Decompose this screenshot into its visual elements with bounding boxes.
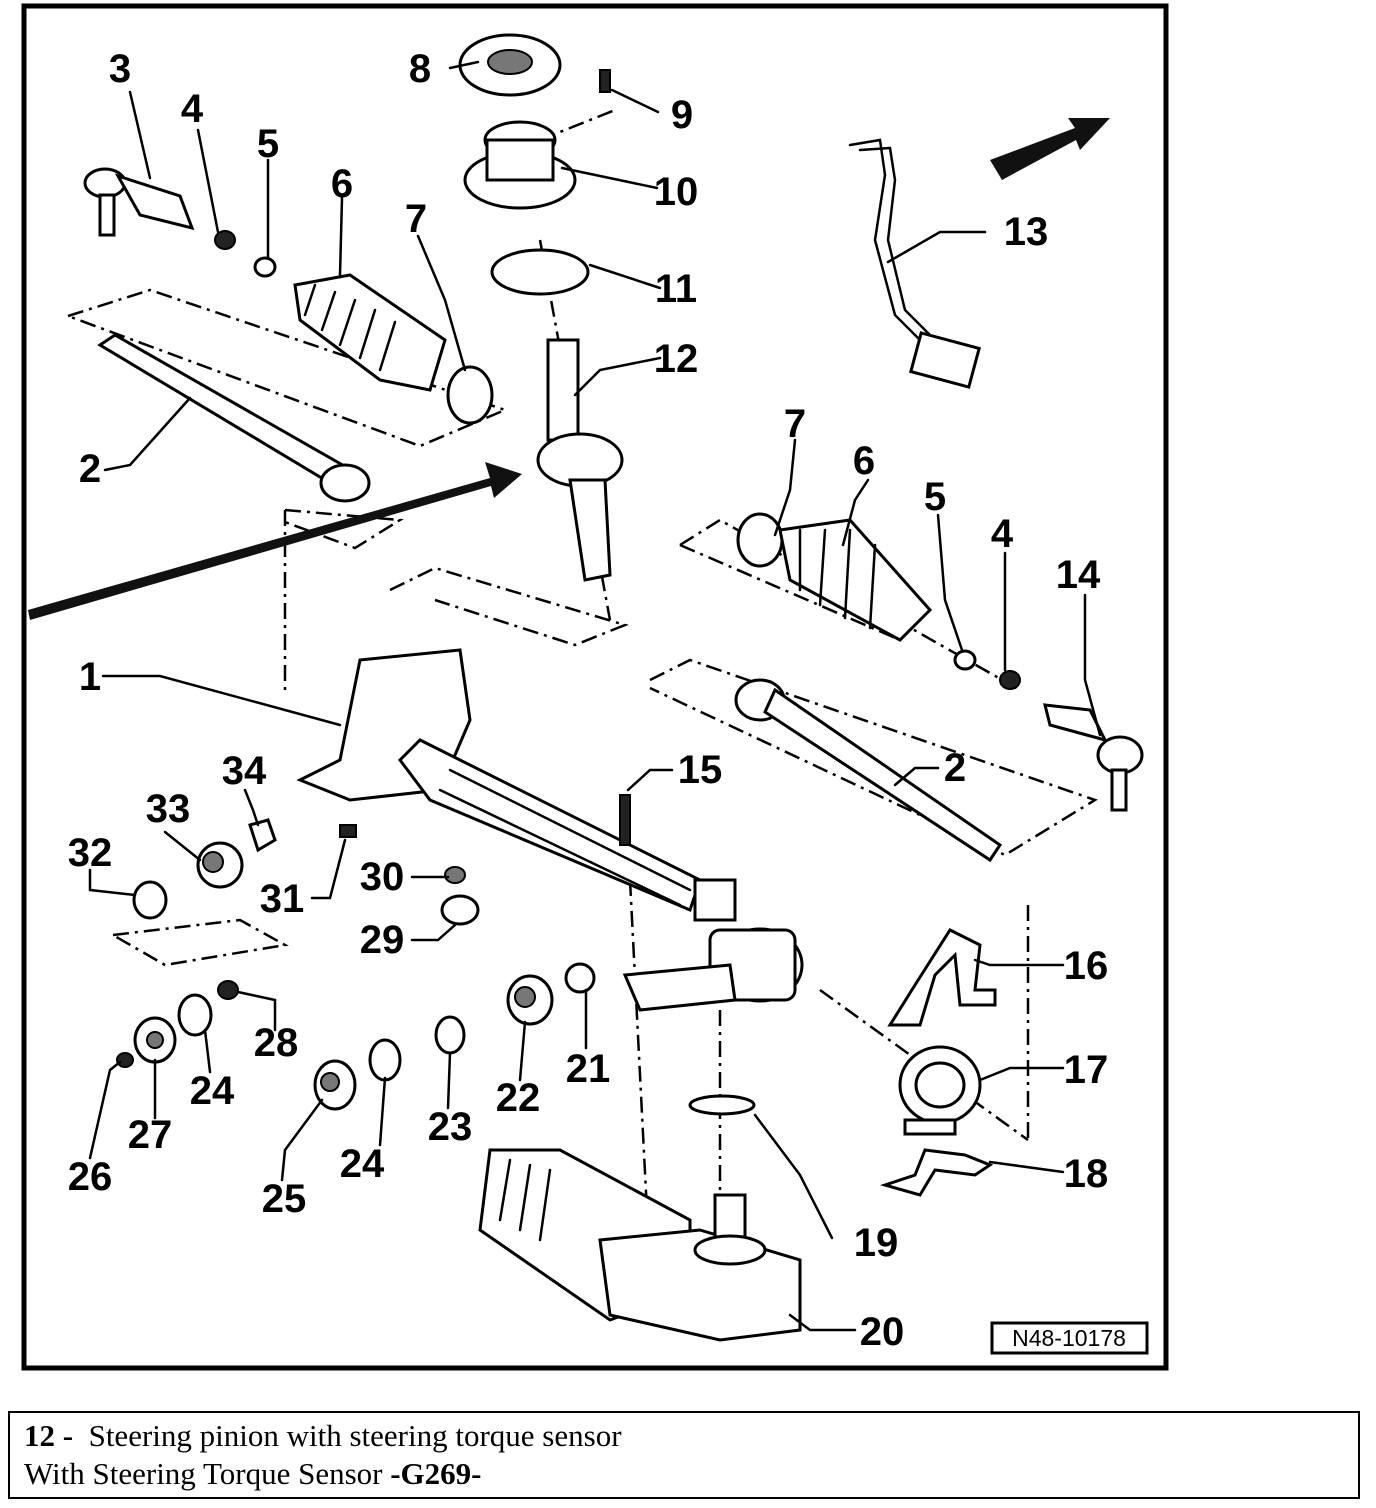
callout-8: 8 bbox=[409, 47, 431, 91]
bushing-25 bbox=[313, 1059, 357, 1111]
clip-right bbox=[953, 649, 977, 671]
bearing-27 bbox=[133, 1016, 177, 1064]
mounting-bracket bbox=[887, 928, 997, 1027]
callout-22: 22 bbox=[496, 1076, 541, 1120]
callout-2-lower: 2 bbox=[944, 746, 966, 790]
callout-5-right: 5 bbox=[924, 475, 946, 519]
electric-motor-control-unit bbox=[478, 1148, 802, 1342]
callout-13: 13 bbox=[1004, 210, 1049, 254]
callout-14: 14 bbox=[1056, 553, 1101, 597]
callout-26: 26 bbox=[68, 1155, 113, 1199]
bushing-22 bbox=[506, 974, 554, 1026]
bracket-18 bbox=[879, 1148, 994, 1197]
diagram-frame bbox=[21, 3, 1169, 1371]
caption-detail-code: -G269- bbox=[390, 1456, 482, 1491]
legend-caption: 12 - Steering pinion with steering torqu… bbox=[8, 1411, 1360, 1499]
caption-detail-text: With Steering Torque Sensor bbox=[24, 1456, 383, 1491]
callout-31: 31 bbox=[260, 877, 305, 921]
callout-6-right: 6 bbox=[853, 439, 875, 483]
leader-lines bbox=[88, 60, 1102, 1332]
callout-24-left: 24 bbox=[190, 1069, 235, 1113]
callout-24-right: 24 bbox=[340, 1142, 385, 1186]
callout-9: 9 bbox=[671, 93, 693, 137]
o-ring-upper bbox=[490, 248, 590, 296]
driving-direction-arrow bbox=[990, 118, 1110, 180]
callout-34: 34 bbox=[222, 749, 267, 793]
bearing-cap bbox=[463, 120, 577, 210]
figure-code: N48-10178 bbox=[1012, 1325, 1126, 1351]
callout-32: 32 bbox=[68, 831, 113, 875]
o-ring-19 bbox=[688, 1094, 756, 1116]
o-ring-24-right bbox=[368, 1038, 402, 1082]
callout-21: 21 bbox=[566, 1047, 611, 1091]
bolt-top bbox=[599, 69, 611, 93]
tie-rod-end-left bbox=[83, 167, 195, 237]
callout-6: 6 bbox=[331, 162, 353, 206]
caption-line-2: With Steering Torque Sensor -G269- bbox=[24, 1455, 1344, 1493]
callout-1: 1 bbox=[79, 655, 101, 699]
callout-18: 18 bbox=[1064, 1152, 1109, 1196]
wiring-harness-sensor bbox=[848, 138, 981, 389]
bracket-34 bbox=[248, 818, 277, 853]
callout-19: 19 bbox=[854, 1221, 899, 1265]
boot-right bbox=[736, 512, 933, 642]
callout-2-upper: 2 bbox=[79, 447, 101, 491]
callout-7: 7 bbox=[405, 197, 427, 241]
pinion-location-arrow bbox=[28, 462, 522, 620]
callout-4: 4 bbox=[181, 87, 204, 131]
callout-17: 17 bbox=[1064, 1048, 1109, 1092]
pressure-piece-cover bbox=[458, 33, 562, 97]
callout-4-right: 4 bbox=[991, 512, 1014, 556]
callout-10: 10 bbox=[654, 170, 699, 214]
tie-rod-right bbox=[734, 678, 1003, 863]
bushing-33 bbox=[196, 841, 244, 889]
callout-25: 25 bbox=[262, 1177, 307, 1221]
callout-23: 23 bbox=[428, 1105, 473, 1149]
ring-23 bbox=[434, 1015, 466, 1055]
callout-30: 30 bbox=[360, 855, 405, 899]
caption-item-number: 12 - bbox=[24, 1418, 74, 1453]
callout-29: 29 bbox=[360, 918, 405, 962]
callout-20: 20 bbox=[860, 1310, 905, 1354]
nut-30 bbox=[444, 866, 466, 884]
bracket-29 bbox=[440, 894, 480, 926]
callout-28: 28 bbox=[254, 1021, 299, 1065]
callout-16: 16 bbox=[1064, 944, 1109, 988]
clip-31 bbox=[339, 824, 357, 838]
tie-rod-end-right bbox=[1043, 703, 1144, 812]
boot-left bbox=[293, 273, 447, 392]
nut-left bbox=[214, 230, 236, 250]
clamp-left bbox=[446, 365, 494, 425]
callout-7-right: 7 bbox=[784, 402, 806, 446]
ring-32 bbox=[132, 880, 168, 920]
callout-11: 11 bbox=[655, 267, 697, 311]
steering-gear-housing bbox=[296, 648, 804, 1012]
o-ring-24-left bbox=[177, 993, 213, 1037]
tie-rod-left bbox=[97, 333, 371, 503]
callout-27: 27 bbox=[128, 1113, 173, 1157]
holder-17 bbox=[898, 1045, 982, 1136]
nut-right bbox=[999, 670, 1021, 690]
screw-26 bbox=[116, 1052, 134, 1068]
clip-left bbox=[253, 256, 277, 278]
callout-5: 5 bbox=[257, 122, 279, 166]
callout-15: 15 bbox=[678, 748, 723, 792]
bolt-15 bbox=[619, 794, 631, 846]
figure-code-box: N48-10178 bbox=[990, 1321, 1149, 1355]
caption-item-title: Steering pinion with steering torque sen… bbox=[88, 1418, 622, 1453]
callout-numbers: 3 4 5 6 7 8 9 10 11 12 13 2 7 6 5 4 14 1… bbox=[68, 47, 1109, 1354]
callout-12: 12 bbox=[654, 337, 699, 381]
nut-28 bbox=[217, 980, 239, 1000]
steering-pinion-with-torque-sensor bbox=[536, 338, 624, 582]
callout-33: 33 bbox=[146, 787, 191, 831]
bearing-21 bbox=[564, 962, 596, 994]
callout-3: 3 bbox=[109, 47, 131, 91]
caption-line-1: 12 - Steering pinion with steering torqu… bbox=[24, 1417, 1344, 1455]
exploded-view-diagram: 3 4 5 6 7 8 9 10 11 12 13 2 7 6 5 4 14 1… bbox=[21, 3, 1169, 1371]
